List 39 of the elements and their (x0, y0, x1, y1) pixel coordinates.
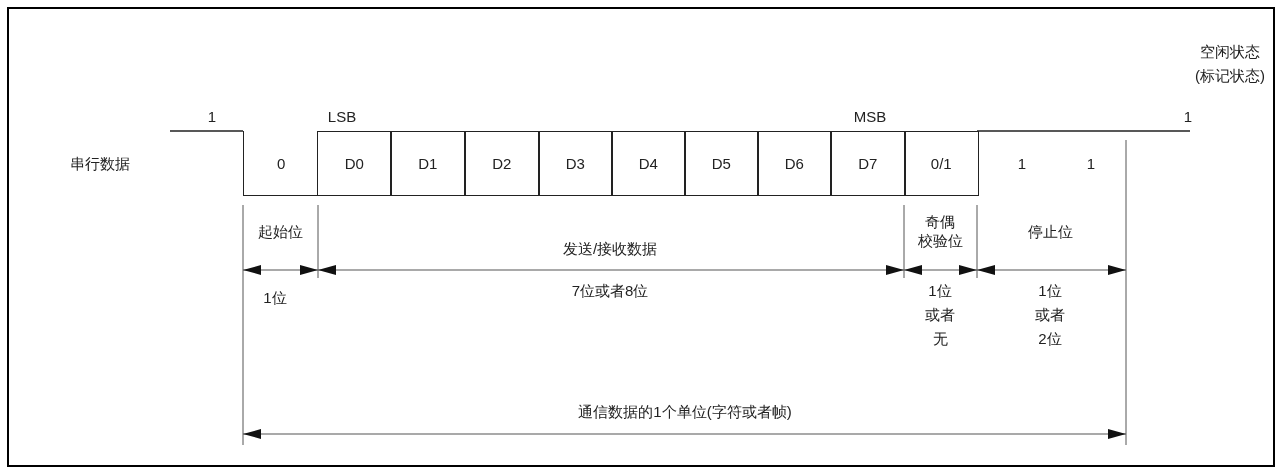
bit-cell (611, 131, 686, 196)
bit-value: 0/1 (930, 155, 952, 172)
bit-value: D0 (344, 155, 364, 172)
label-text: 发送/接收数据 (562, 239, 658, 259)
label-text: LSB (327, 107, 357, 127)
bit-cell (684, 131, 759, 196)
bit-value: D4 (638, 155, 658, 172)
label-text: 1 (1086, 154, 1096, 174)
bit-cell (904, 131, 979, 196)
bit-cell (538, 131, 613, 196)
label-text: 校验位 (917, 231, 963, 251)
bit-value: D5 (711, 155, 731, 172)
label-text: 奇偶 (925, 212, 955, 232)
label-text: 1 (1183, 107, 1193, 127)
label-text: 起始位 (257, 222, 303, 242)
label-text: 1位 (263, 288, 287, 308)
label-text: 1 (207, 107, 217, 127)
bit-value: D7 (858, 155, 878, 172)
bit-cell (464, 131, 540, 196)
label-text: 1 (1017, 154, 1027, 174)
bit-value: 0 (277, 154, 286, 172)
bit-cell (757, 131, 832, 196)
label-text: 1位或者2位 (1034, 281, 1066, 349)
bit-value: D6 (784, 155, 804, 172)
bit-cell (317, 131, 392, 196)
label-text: 7位或者8位 (571, 281, 649, 301)
bit-value: D1 (418, 155, 438, 172)
label-text: 串行数据 (70, 154, 130, 174)
label-text: (标记状态) (1195, 66, 1265, 86)
bit-value: D2 (492, 155, 512, 172)
label-text: 空闲状态 (1200, 42, 1260, 62)
bit-cell (830, 131, 906, 196)
bit-cell (243, 131, 319, 196)
label-text: 1位或者无 (924, 281, 956, 349)
bit-value: D3 (565, 155, 585, 172)
label-text: 停止位 (1027, 222, 1073, 242)
label-text: 通信数据的1个单位(字符或者帧) (578, 402, 792, 422)
bit-cell (390, 131, 466, 196)
label-text: MSB (853, 107, 887, 127)
